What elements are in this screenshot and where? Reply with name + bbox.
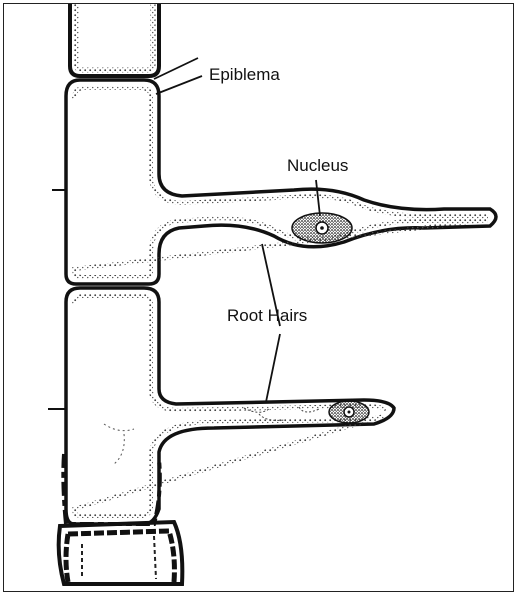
figure-frame: Epiblema Nucleus Root Hairs [3, 3, 514, 592]
nucleus-lower [329, 401, 369, 423]
label-nucleus: Nucleus [287, 157, 348, 174]
root-hair-illustration [4, 4, 519, 601]
epidermal-cell-middle [66, 80, 496, 284]
label-root-hairs: Root Hairs [227, 307, 307, 324]
nucleus-upper [292, 213, 352, 243]
label-epiblema: Epiblema [209, 66, 280, 83]
epiblema-pointer-lines [154, 58, 202, 94]
epidermal-cell-top [70, 4, 159, 76]
